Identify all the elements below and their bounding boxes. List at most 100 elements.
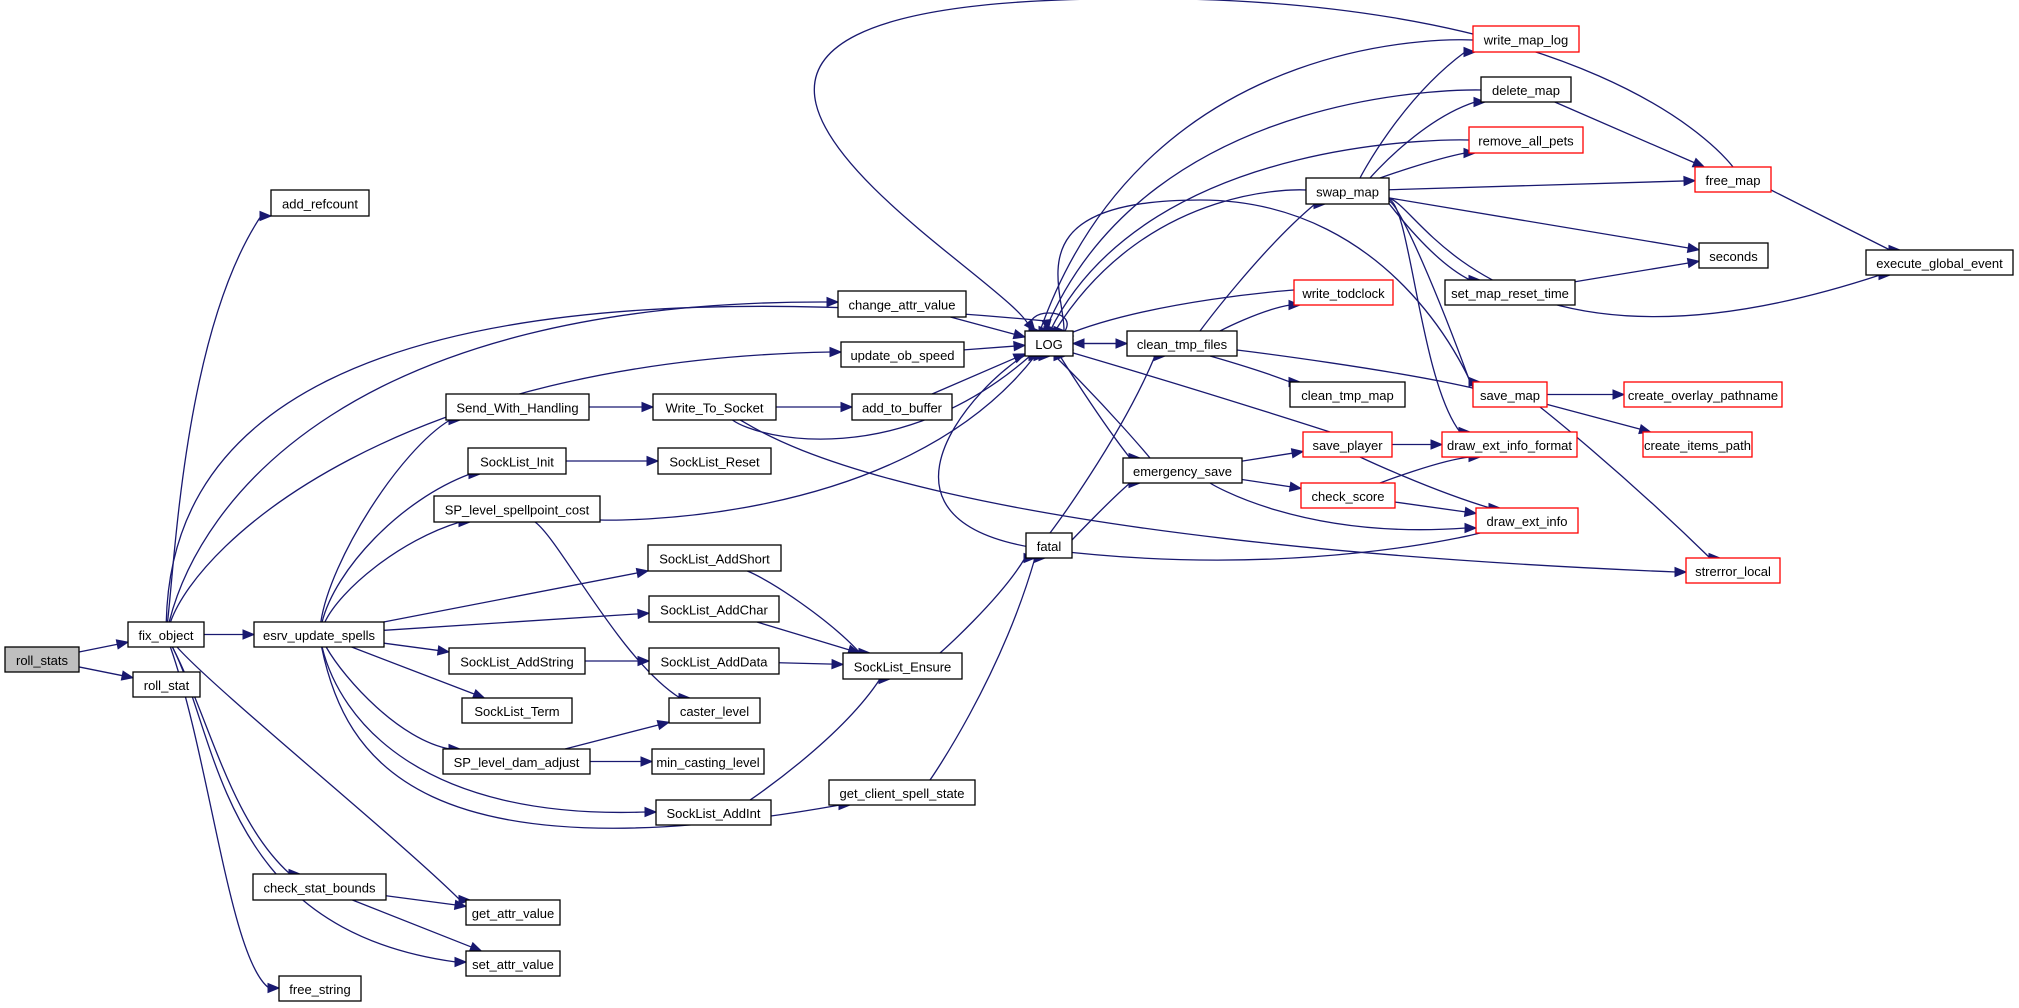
- node-free-string[interactable]: free_string: [278, 975, 362, 1002]
- node-clean-tmp-files[interactable]: clean_tmp_files: [1126, 330, 1238, 357]
- node-socklist-ensure[interactable]: SockList_Ensure: [842, 652, 963, 680]
- node-roll-stat[interactable]: roll_stat: [132, 671, 201, 698]
- edge-save-map-to-create-overlay-pathname: [1547, 389, 1626, 400]
- edge-line: [950, 316, 1016, 336]
- node-box: [448, 647, 586, 675]
- edge-arrowhead: [1674, 566, 1688, 578]
- node-min-casting-level[interactable]: min_casting_level: [651, 748, 765, 775]
- node-caster-level[interactable]: caster_level: [668, 697, 761, 724]
- edge-line: [1388, 180, 1686, 191]
- node-label: fix_object: [139, 628, 194, 643]
- node-box: [445, 393, 590, 421]
- node-box: [655, 799, 772, 826]
- node-set-attr-value[interactable]: set_attr_value: [465, 950, 561, 977]
- node-box: [467, 447, 567, 475]
- node-fatal[interactable]: fatal: [1025, 532, 1073, 559]
- node-execute-global-event[interactable]: execute_global_event: [1865, 249, 2014, 276]
- node-clean-tmp-map[interactable]: clean_tmp_map: [1289, 381, 1406, 408]
- edge-check-stat-bounds-to-set-attr-value: [352, 899, 483, 952]
- node-add-refcount[interactable]: add_refcount: [270, 189, 370, 217]
- edge-arrowhead: [1290, 448, 1305, 459]
- node-label: roll_stats: [16, 653, 69, 668]
- node-write-to-socket[interactable]: Write_To_Socket: [652, 393, 777, 421]
- node-label: set_map_reset_time: [1451, 286, 1569, 301]
- node-label: SockList_AddString: [460, 655, 573, 670]
- node-create-overlay-pathname[interactable]: create_overlay_pathname: [1623, 381, 1783, 408]
- node-write-map-log[interactable]: write_map_log: [1472, 25, 1580, 53]
- edge-arrowhead: [1686, 242, 1701, 254]
- node-label: SockList_AddChar: [660, 603, 768, 618]
- edge-arrowhead: [1686, 257, 1701, 269]
- node-set-map-reset-time[interactable]: set_map_reset_time: [1444, 279, 1576, 306]
- edge-line: [749, 678, 881, 801]
- node-label: fatal: [1037, 539, 1062, 554]
- edge-line: [939, 557, 1026, 654]
- edge-arrowhead: [115, 639, 130, 650]
- node-label: Write_To_Socket: [665, 401, 763, 416]
- node-strerror-local[interactable]: strerror_local: [1685, 557, 1781, 584]
- node-remove-all-pets[interactable]: remove_all_pets: [1468, 126, 1584, 154]
- edge-arrowhead: [1430, 439, 1444, 450]
- node-box: [1865, 249, 2014, 276]
- edge-swap-map-to-delete-map: [1369, 96, 1487, 179]
- edge-line: [1359, 51, 1466, 179]
- node-swap-map[interactable]: swap_map: [1305, 177, 1390, 205]
- node-box: [1480, 76, 1572, 103]
- edge-line: [1219, 304, 1291, 332]
- edge-line: [351, 646, 476, 696]
- edge-line: [1054, 189, 1307, 332]
- edge-arrowhead: [242, 629, 256, 640]
- node-sp-level-spellpoint-cost[interactable]: SP_level_spellpoint_cost: [433, 495, 601, 523]
- node-socklist-term[interactable]: SockList_Term: [461, 697, 573, 724]
- node-socklist-addshort[interactable]: SockList_AddShort: [647, 544, 782, 572]
- node-write-todclock[interactable]: write_todclock: [1293, 279, 1394, 306]
- node-socklist-addstring[interactable]: SockList_AddString: [448, 647, 586, 675]
- edge-arrowhead: [259, 210, 273, 222]
- node-log[interactable]: LOG: [1024, 330, 1074, 357]
- node-fix-object[interactable]: fix_object: [127, 621, 205, 648]
- edge-line: [1241, 452, 1294, 462]
- edge-arrowhead: [1464, 522, 1478, 534]
- node-socklist-init[interactable]: SockList_Init: [467, 447, 567, 475]
- node-box: [657, 447, 772, 475]
- node-sp-level-dam-adjust[interactable]: SP_level_dam_adjust: [442, 748, 591, 775]
- node-save-map[interactable]: save_map: [1472, 381, 1548, 408]
- edge-line: [963, 345, 1016, 351]
- node-roll-stats[interactable]: roll_stats: [4, 646, 80, 673]
- node-check-score[interactable]: check_score: [1300, 482, 1396, 509]
- edge-arrowhead: [458, 894, 472, 906]
- node-send-with-handling[interactable]: Send_With_Handling: [445, 393, 590, 421]
- node-get-client-spell-state[interactable]: get_client_spell_state: [828, 779, 976, 806]
- node-get-attr-value[interactable]: get_attr_value: [465, 899, 561, 926]
- node-label: write_todclock: [1301, 286, 1385, 301]
- node-draw-ext-info-format[interactable]: draw_ext_info_format: [1441, 431, 1578, 458]
- node-save-player[interactable]: save_player: [1302, 431, 1393, 458]
- node-seconds[interactable]: seconds: [1698, 242, 1769, 269]
- node-socklist-reset[interactable]: SockList_Reset: [657, 447, 772, 475]
- node-emergency-save[interactable]: emergency_save: [1122, 457, 1243, 484]
- node-delete-map[interactable]: delete_map: [1480, 76, 1572, 103]
- edge-line: [1359, 456, 1491, 509]
- edge-line: [320, 419, 451, 623]
- node-label: esrv_update_spells: [263, 628, 376, 643]
- node-box: [4, 646, 80, 673]
- edge-line: [1539, 406, 1711, 559]
- node-label: seconds: [1709, 249, 1758, 264]
- node-update-ob-speed[interactable]: update_ob_speed: [840, 341, 965, 368]
- node-create-items-path[interactable]: create_items_path: [1642, 431, 1753, 458]
- node-check-stat-bounds[interactable]: check_stat_bounds: [252, 873, 387, 901]
- node-label: swap_map: [1316, 185, 1379, 200]
- node-add-to-buffer[interactable]: add_to_buffer: [851, 393, 953, 421]
- node-socklist-addchar[interactable]: SockList_AddChar: [648, 595, 780, 623]
- edge-arrowhead: [1071, 338, 1085, 349]
- edge-arrowhead: [471, 688, 486, 699]
- node-socklist-adddata[interactable]: SockList_AddData: [648, 647, 780, 675]
- node-box: [1444, 279, 1576, 306]
- node-socklist-addint[interactable]: SockList_AddInt: [655, 799, 772, 826]
- node-change-attr-value[interactable]: change_attr_value: [837, 290, 967, 318]
- edge-fix-object-to-add-refcount: [166, 210, 273, 623]
- node-draw-ext-info[interactable]: draw_ext_info: [1475, 507, 1579, 534]
- edge-line: [756, 621, 851, 651]
- node-free-map[interactable]: free_map: [1694, 166, 1772, 193]
- node-esrv-update-spells[interactable]: esrv_update_spells: [253, 621, 385, 648]
